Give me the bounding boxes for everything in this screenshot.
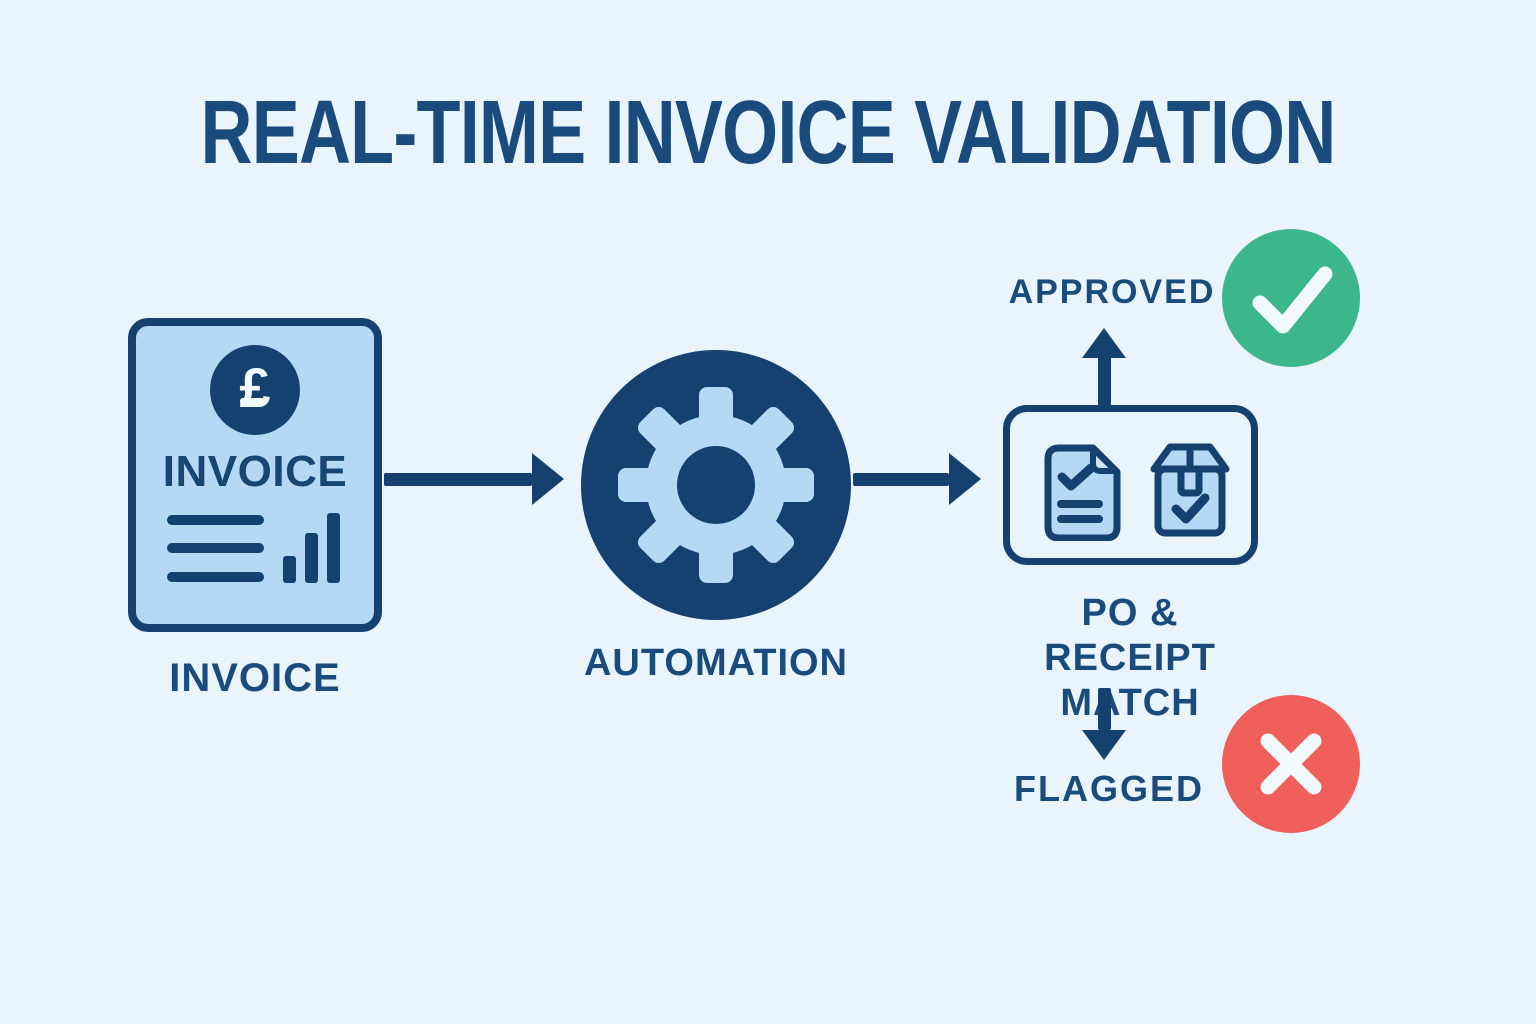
- package-check-icon: [1150, 443, 1230, 537]
- checkmark-icon: [1252, 266, 1333, 334]
- automation-circle: [581, 350, 851, 620]
- cross-circle-icon: [1222, 695, 1360, 833]
- cross-icon: [1260, 733, 1322, 795]
- automation-label: AUTOMATION: [583, 642, 848, 684]
- gear-icon: [618, 387, 814, 583]
- invoice-label: INVOICE: [169, 656, 341, 700]
- arrow-up-icon: [1082, 328, 1126, 358]
- pound-symbol: £: [239, 356, 271, 419]
- page-title: REAL-TIME INVOICE VALIDATION: [200, 83, 1337, 183]
- invoice-card: £ INVOICE: [128, 318, 382, 632]
- invoice-card-title: INVOICE: [162, 447, 348, 496]
- arrow-right-icon: [532, 453, 564, 505]
- pound-coin-icon: £: [210, 345, 300, 435]
- pound-symbol-second-bar: [240, 398, 268, 404]
- check-circle-icon: [1222, 229, 1360, 367]
- arrow-down-icon: [1082, 730, 1126, 760]
- po-receipt-match-label: PO & RECEIPT MATCH: [1044, 592, 1216, 724]
- po-receipt-match-box: [1003, 405, 1258, 565]
- document-check-icon: [1044, 444, 1121, 541]
- flagged-label: FLAGGED: [1014, 768, 1204, 809]
- approved-label: APPROVED: [1008, 273, 1216, 311]
- arrow-right-icon: [949, 453, 981, 505]
